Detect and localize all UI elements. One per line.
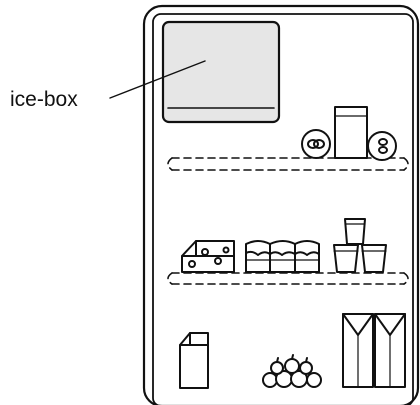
shelf-top [167, 157, 409, 171]
can-right [367, 131, 397, 161]
can-left [301, 129, 331, 159]
milk-carton [179, 332, 209, 389]
fridge-inner-wall [152, 13, 414, 405]
label-leader-line [109, 60, 206, 99]
tall-carton-right [374, 313, 406, 388]
shelf-middle [167, 272, 409, 285]
ice-box [161, 20, 281, 124]
drink-carton [334, 106, 368, 159]
ice-box-label: ice-box [10, 88, 78, 111]
tall-carton-left [342, 313, 374, 388]
yogurt-cups [333, 218, 387, 273]
cheese [181, 240, 235, 273]
apples [262, 354, 322, 388]
cake-slices [245, 240, 320, 273]
fridge-outer-wall [142, 4, 420, 405]
